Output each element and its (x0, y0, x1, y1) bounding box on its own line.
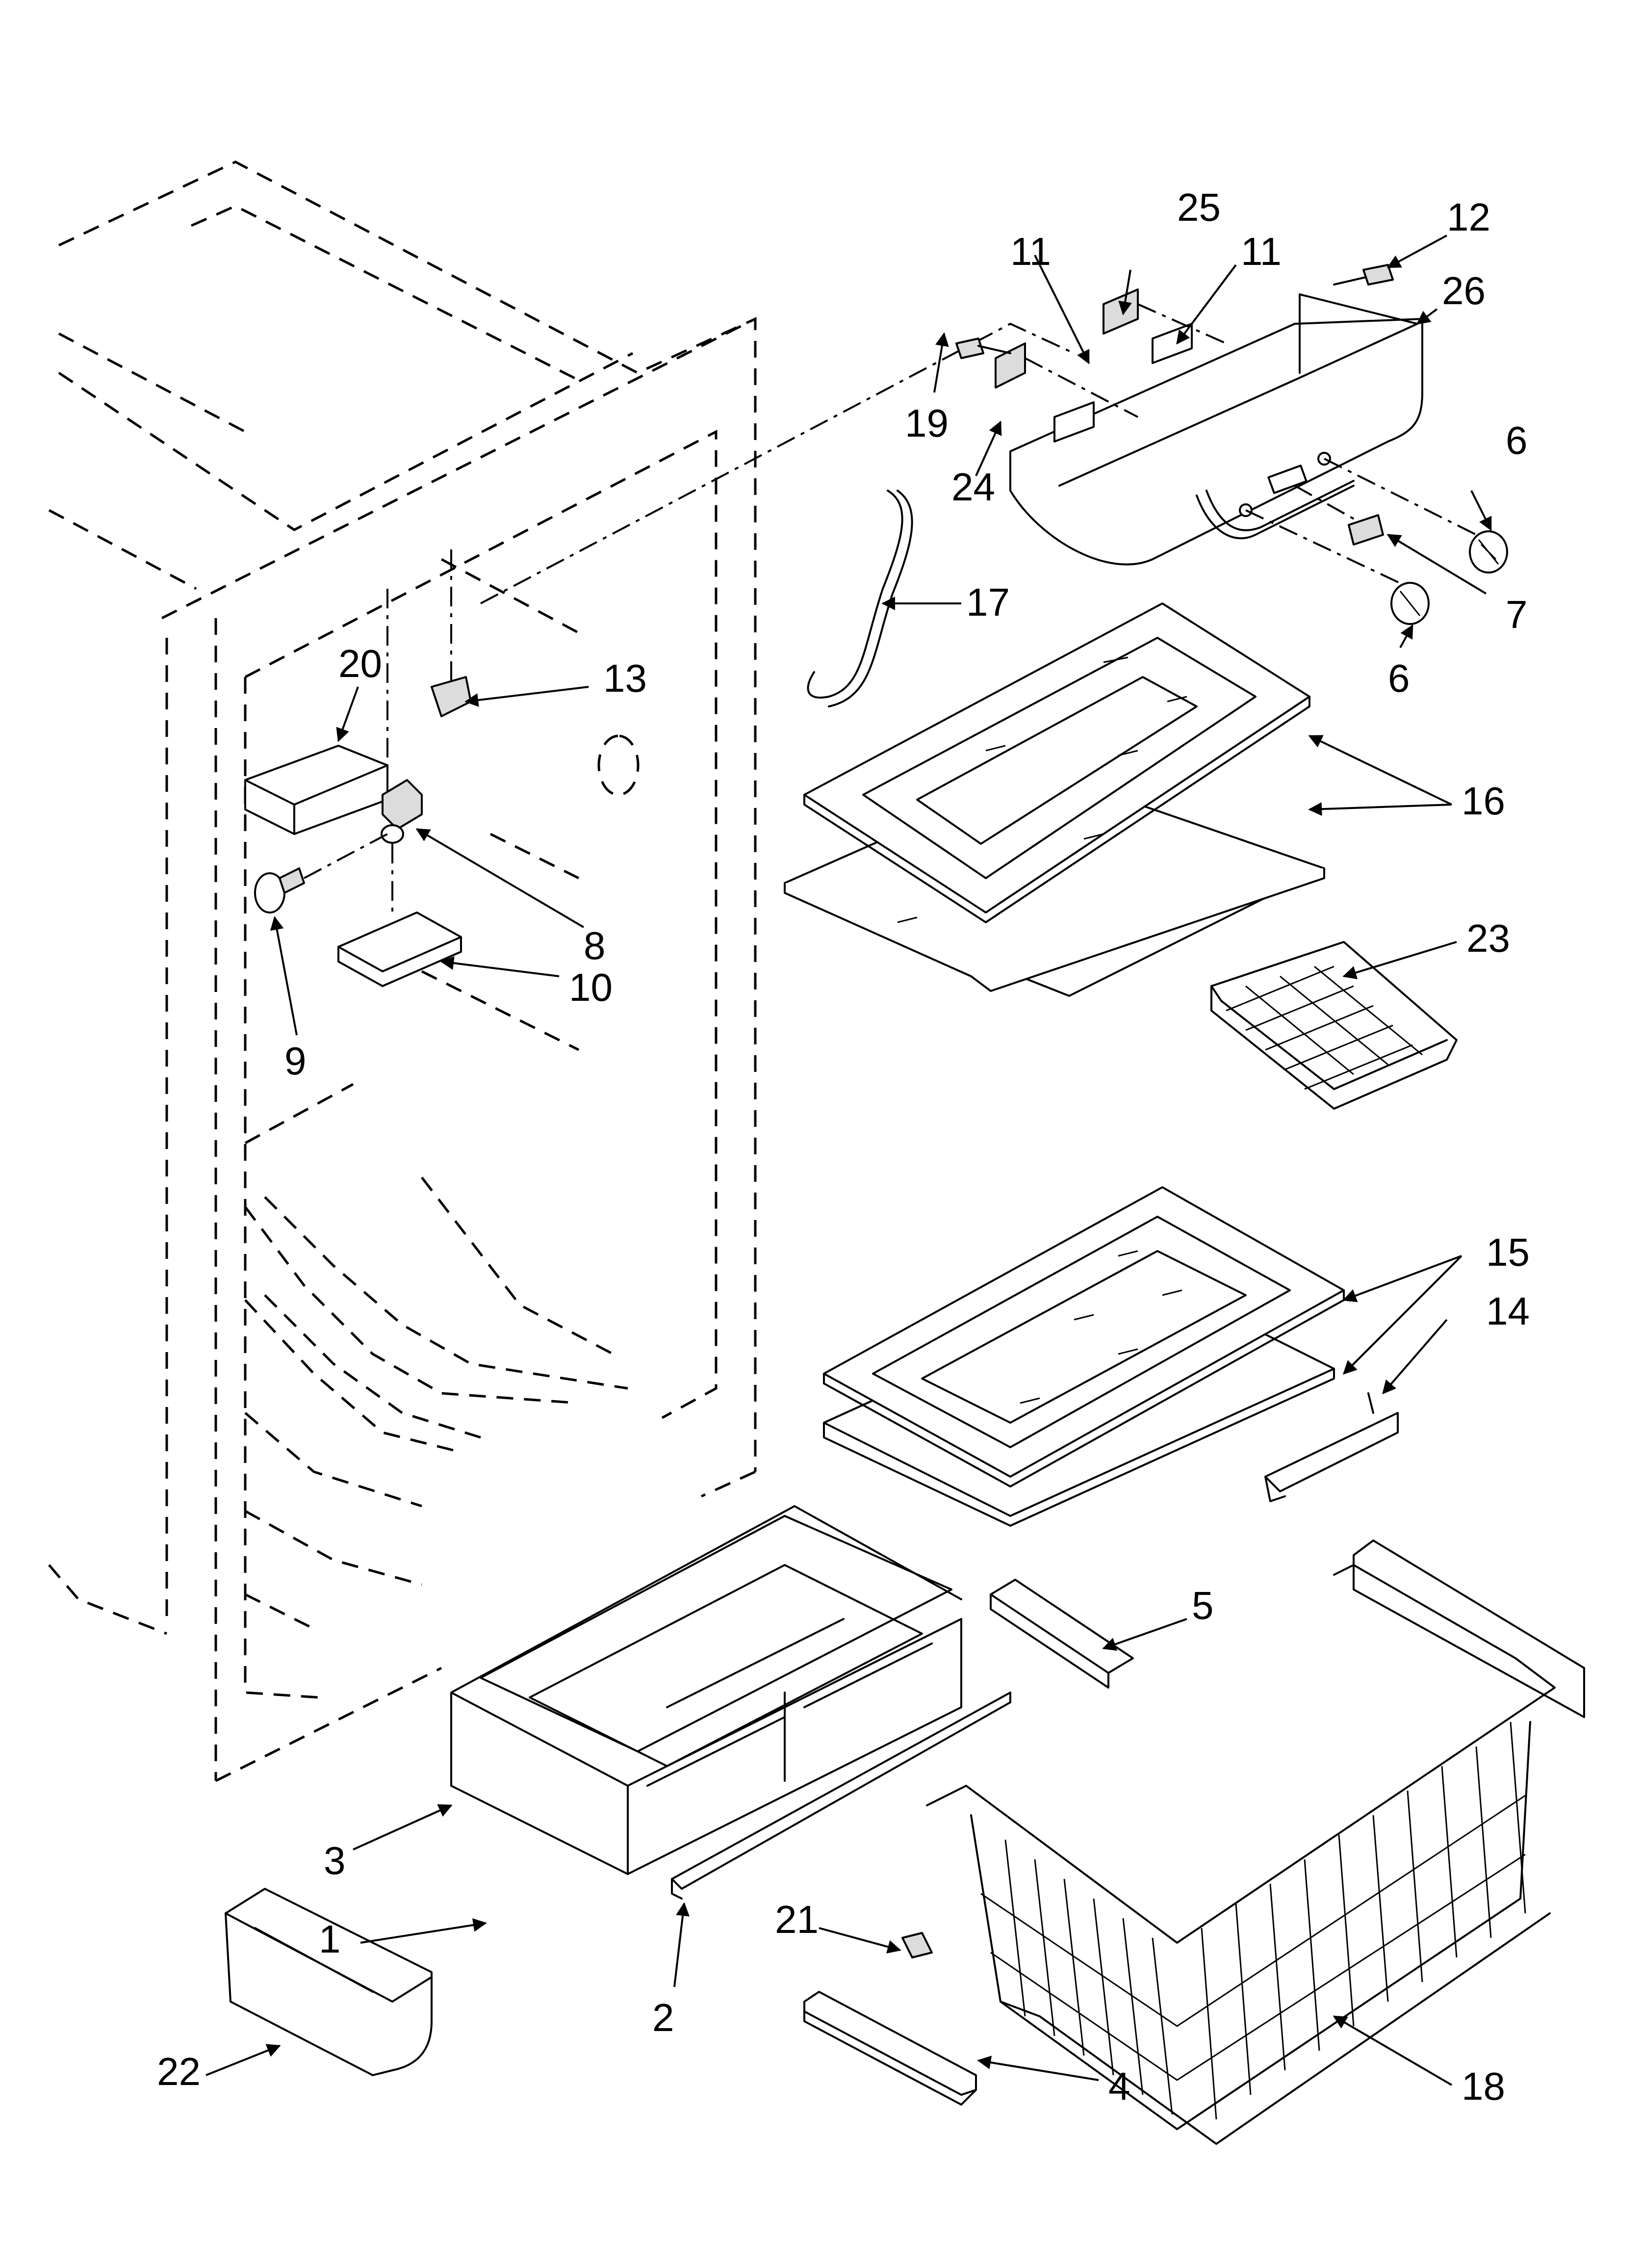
callout-24: 24 (951, 465, 995, 509)
callout-11-left: 11 (1010, 230, 1051, 273)
part-9-bulb (254, 833, 388, 913)
cabinet-liner-outline (48, 160, 757, 1782)
assembly-centerline (480, 322, 1075, 604)
callout-6-lower: 6 (1388, 656, 1410, 700)
callout-7: 7 (1506, 593, 1528, 636)
part-12-screw (1333, 264, 1394, 286)
part-14-shelf-rail (1264, 1392, 1399, 1502)
part-10-shield (337, 912, 462, 987)
callout-26: 26 (1442, 269, 1486, 313)
callout-23: 23 (1466, 916, 1510, 960)
callout-19: 19 (905, 401, 949, 445)
part-2-rail (671, 1692, 1011, 1900)
part-23-ice-tray (1210, 941, 1458, 1110)
callout-labels: 1 2 3 4 5 6 6 7 8 9 10 11 11 12 13 14 15… (157, 185, 1530, 2108)
callout-10: 10 (569, 965, 613, 1009)
callout-8: 8 (584, 924, 606, 967)
callout-20: 20 (338, 642, 382, 685)
part-26-light-housing (1009, 293, 1496, 595)
part-5-cover (990, 1579, 1134, 1689)
part-16-shelf-pair (784, 602, 1325, 997)
callout-1: 1 (319, 1917, 341, 1961)
part-13-switch (431, 676, 472, 717)
callout-13: 13 (603, 656, 647, 700)
part-15-shelf-pair (823, 1186, 1345, 1527)
callout-21: 21 (775, 1898, 819, 1941)
part-4-slide (803, 1991, 977, 2106)
callout-22: 22 (157, 2050, 201, 2093)
callout-3: 3 (324, 1839, 346, 1882)
callout-11-right: 11 (1241, 230, 1282, 273)
callout-15: 15 (1486, 1230, 1530, 1274)
part-6-knob-upper (1469, 530, 1508, 574)
leader-lines (205, 235, 1492, 2086)
part-21-bumper (901, 1932, 933, 1958)
part-22-bin (225, 1888, 433, 2076)
callout-12: 12 (1447, 195, 1490, 239)
callout-14: 14 (1486, 1289, 1530, 1333)
callout-18: 18 (1462, 2064, 1505, 2108)
part-7-switch-button (1348, 514, 1384, 546)
callout-16: 16 (1462, 779, 1505, 823)
callout-6-upper: 6 (1506, 418, 1528, 462)
part-6-knob-lower (1390, 582, 1430, 625)
part-17-water-tube (807, 490, 903, 699)
part-24-socket (995, 342, 1138, 418)
part-19-screw (955, 338, 1011, 359)
part-1-pan-assembly (450, 1505, 962, 1875)
part-8-socket (381, 779, 423, 844)
callout-2: 2 (652, 1996, 674, 2039)
callout-9: 9 (284, 1039, 307, 1083)
callout-5: 5 (1192, 1584, 1214, 1627)
part-18-wire-basket (926, 1539, 1585, 2145)
callout-4: 4 (1108, 2064, 1130, 2108)
callout-17: 17 (966, 580, 1010, 624)
part-20-light-housing (244, 745, 388, 835)
callout-25: 25 (1177, 185, 1221, 229)
